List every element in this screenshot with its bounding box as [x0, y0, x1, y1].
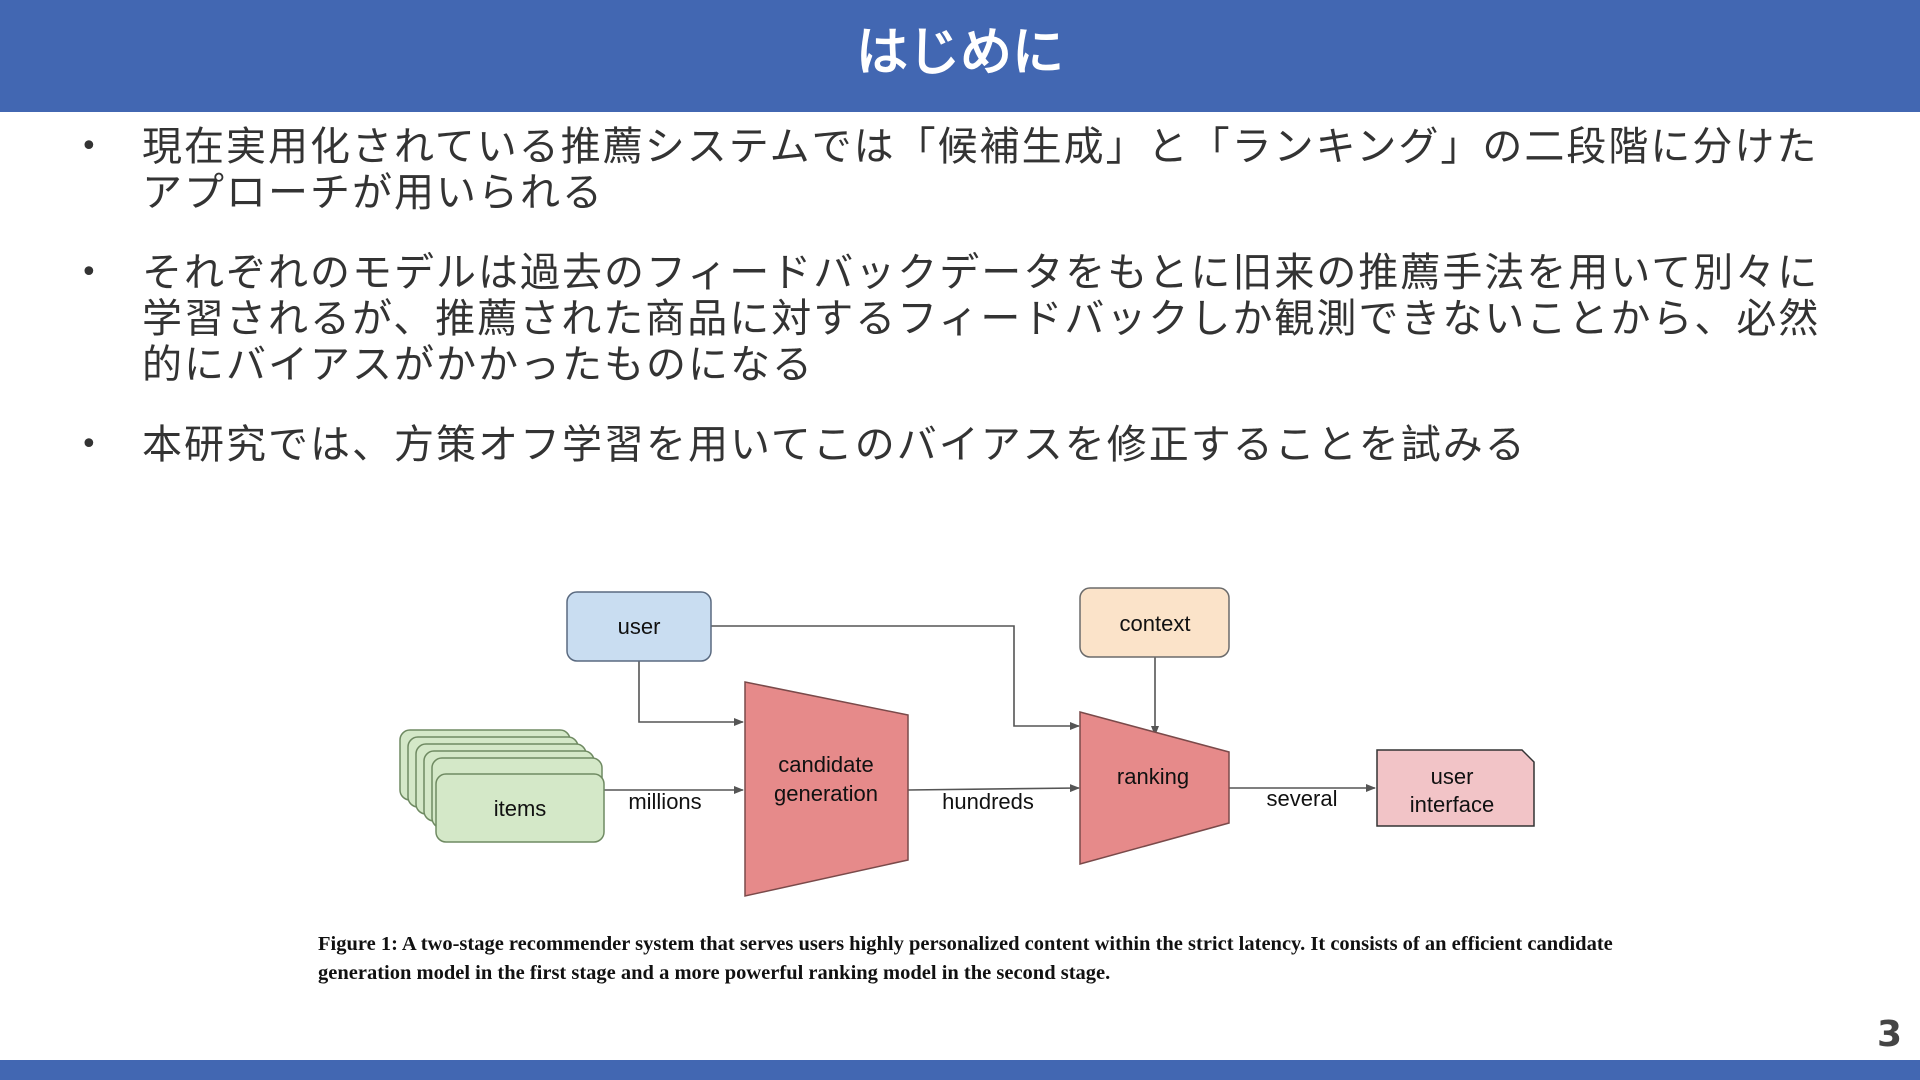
two-stage-recommender-diagram: user context items candidate generation …	[399, 587, 1535, 897]
bullet-text: それぞれのモデルは過去のフィードバックデータをもとに旧来の推薦手法を用いて別々に…	[142, 250, 1821, 388]
edge-label-several: several	[1267, 786, 1338, 811]
user-interface-label-line1: user	[1431, 764, 1474, 789]
bullet-item: • 本研究では、方策オフ学習を用いてこのバイアスを修正することを試みる	[72, 422, 1852, 468]
footer-bar	[0, 1060, 1920, 1080]
user-node	[566, 591, 712, 662]
ranking-node	[1079, 711, 1230, 865]
candidate-generation-label-line2: generation	[774, 781, 878, 806]
bullet-dot-icon: •	[80, 255, 100, 290]
user-interface-node	[1376, 749, 1535, 827]
edge-label-millions: millions	[628, 789, 701, 814]
user-interface-label-line2: interface	[1410, 792, 1494, 817]
context-node	[1079, 587, 1230, 658]
bullet-dot-icon: •	[80, 129, 100, 164]
user-node-label: user	[618, 614, 661, 639]
bullet-item: • 現在実用化されている推薦システムでは「候補生成」と「ランキング」の二段階に分…	[72, 124, 1852, 216]
bullet-text: 本研究では、方策オフ学習を用いてこのバイアスを修正することを試みる	[142, 422, 1527, 468]
edge-candidate-to-ranking	[907, 784, 1080, 793]
header-bar	[0, 0, 1920, 112]
context-node-label: context	[1120, 611, 1191, 636]
items-node-label: items	[494, 796, 547, 821]
candidate-generation-label-line1: candidate	[778, 752, 873, 777]
bullet-list: • 現在実用化されている推薦システムでは「候補生成」と「ランキング」の二段階に分…	[72, 124, 1852, 502]
items-stack	[399, 729, 605, 843]
ranking-node-label: ranking	[1117, 764, 1189, 789]
figure-caption: Figure 1: A two-stage recommender system…	[318, 933, 1613, 984]
edge-user-to-ranking	[711, 625, 1080, 730]
items-node	[435, 773, 605, 843]
candidate-generation-node	[744, 681, 909, 897]
edge-label-hundreds: hundreds	[942, 789, 1034, 814]
bullet-item: • それぞれのモデルは過去のフィードバックデータをもとに旧来の推薦手法を用いて別…	[72, 250, 1852, 388]
page-number: 3	[1876, 1014, 1902, 1055]
slide-title: はじめに	[855, 23, 1064, 83]
diagram-connectors	[604, 625, 1376, 794]
bullet-text: 現在実用化されている推薦システムでは「候補生成」と「ランキング」の二段階に分けた…	[142, 124, 1819, 216]
bullet-dot-icon: •	[80, 427, 100, 462]
edge-user-to-candidate	[638, 661, 744, 726]
